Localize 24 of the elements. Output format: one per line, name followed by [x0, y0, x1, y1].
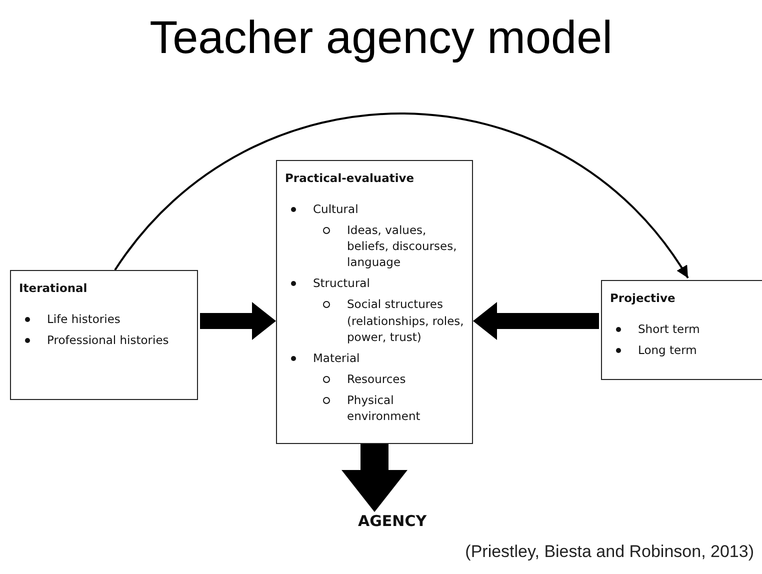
block-arrow	[200, 302, 276, 340]
list-text: Structural	[313, 276, 370, 290]
box-heading: Projective	[610, 291, 676, 305]
block-arrow	[342, 444, 408, 512]
list-text: Short term	[638, 322, 700, 336]
curved-arrow	[114, 112, 689, 279]
list-text: Social structures (relationships, roles, power, trust)	[347, 297, 464, 344]
title: Teacher agency model	[148, 10, 614, 64]
list-text: Life histories	[47, 312, 120, 326]
text-box	[601, 280, 762, 380]
list-text: Ideas, values, beliefs, discourses, language	[347, 223, 457, 270]
text-box	[10, 270, 198, 400]
list-text: Professional histories	[47, 333, 169, 348]
block-arrow	[473, 302, 599, 340]
list-text: Physical environment	[347, 392, 420, 424]
list-text: Resources	[347, 372, 406, 386]
box-heading: Practical-evaluative	[285, 171, 416, 185]
text-box	[276, 160, 473, 444]
list-text: Material	[313, 350, 360, 365]
list-text: Cultural	[313, 202, 358, 216]
outcome-label: AGENCY	[358, 512, 428, 530]
list-text: Long term	[638, 343, 697, 358]
citation: (Priestley, Biesta and Robinson, 2013)	[465, 542, 754, 562]
box-heading: Iterational	[19, 281, 88, 295]
